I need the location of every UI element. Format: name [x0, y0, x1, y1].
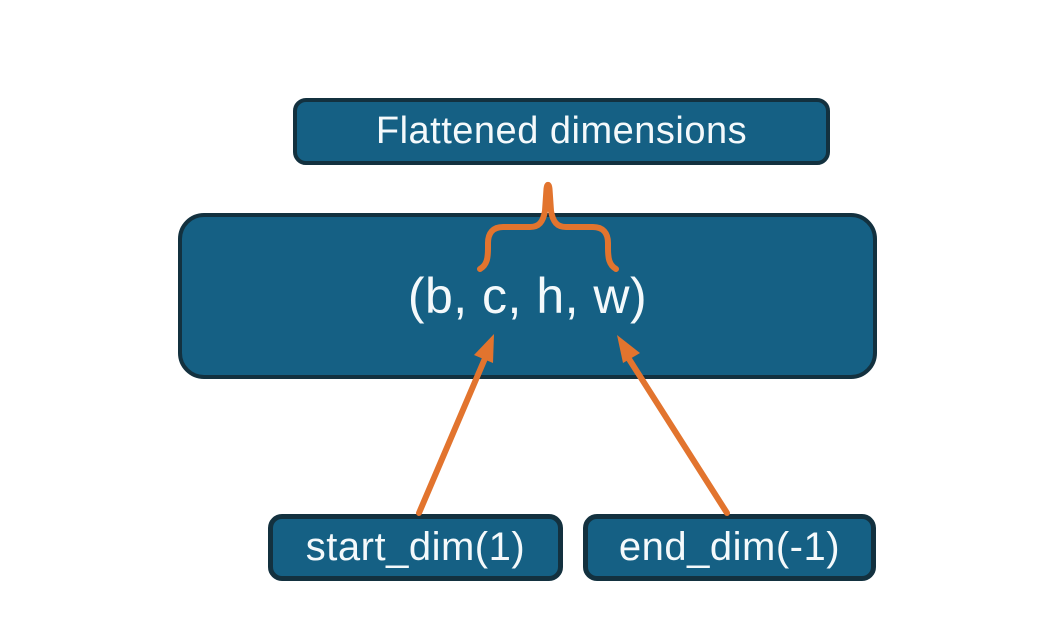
node-flattened-dimensions: Flattened dimensions	[293, 98, 830, 165]
node-tensor-shape-label: (b, c, h, w)	[407, 268, 648, 324]
node-tensor-shape: (b, c, h, w)	[178, 213, 877, 379]
arrow-end-dim-line	[626, 356, 730, 516]
arrow-start-dim-line	[416, 353, 489, 516]
node-start-dim: start_dim(1)	[268, 514, 563, 581]
node-start-dim-label: start_dim(1)	[305, 525, 526, 569]
node-flattened-dimensions-label: Flattened dimensions	[375, 110, 748, 152]
node-end-dim-label: end_dim(-1)	[618, 525, 841, 569]
node-end-dim: end_dim(-1)	[583, 514, 876, 581]
